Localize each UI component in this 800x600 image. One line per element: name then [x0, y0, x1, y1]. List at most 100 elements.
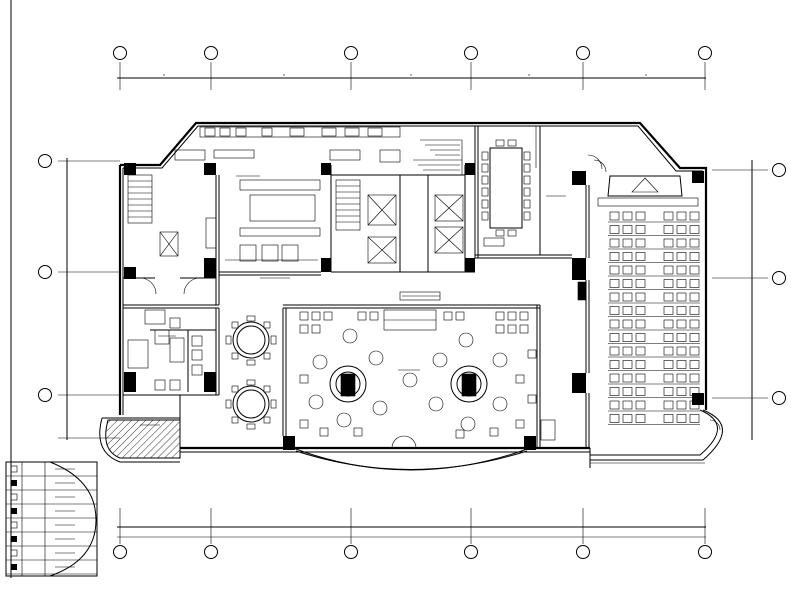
- hall-chair: [676, 225, 687, 234]
- hall-chair: [689, 279, 700, 288]
- left-grid-bubbles: [38, 154, 52, 402]
- hall-chair: [689, 306, 700, 315]
- hall-chair: [635, 265, 646, 275]
- hall-chair: [609, 238, 620, 248]
- hall-chair: [622, 373, 633, 383]
- hall-chair: [663, 265, 674, 275]
- grid-bubble: [576, 46, 590, 60]
- hall-chair: [663, 387, 674, 396]
- hall-chair: [622, 292, 633, 302]
- hall-chair: [676, 373, 687, 383]
- hall-chair: [663, 225, 674, 234]
- legend-symbol: [11, 480, 17, 486]
- grid-bubble: [698, 545, 712, 559]
- hall-chair: [676, 292, 687, 302]
- right-grid-bubbles: [772, 163, 786, 405]
- grid-bubble: [38, 265, 52, 279]
- hall-chair: [663, 279, 674, 288]
- hall-chair: [609, 265, 620, 275]
- hall-chair: [663, 360, 674, 369]
- banquet-hall-furniture: [299, 291, 556, 449]
- legend-symbol: [10, 549, 18, 557]
- grid-bubble: [464, 545, 478, 559]
- hall-chair: [622, 387, 633, 396]
- hall-chair: [635, 414, 646, 423]
- hall-chair: [663, 306, 674, 315]
- hall-chair: [609, 400, 620, 410]
- illegible-annotations: [140, 175, 566, 426]
- top-grid-bubbles: [113, 46, 712, 60]
- legend-symbol: [11, 508, 17, 514]
- hall-chair: [676, 414, 687, 423]
- hall-chair: [609, 292, 620, 302]
- hall-chair: [609, 306, 620, 315]
- hall-chair: [609, 225, 620, 234]
- hall-chair: [689, 414, 700, 423]
- grid-bubble: [38, 388, 52, 402]
- hall-chair: [622, 333, 633, 342]
- hall-chair: [635, 346, 646, 356]
- hall-chair: [663, 211, 674, 221]
- structural-columns: [124, 163, 704, 450]
- hall-chair: [663, 292, 674, 302]
- grid-bubble: [113, 545, 127, 559]
- hall-chair: [676, 387, 687, 396]
- hall-chair: [689, 319, 700, 329]
- grid-bubble: [698, 46, 712, 60]
- conference-hall: [577, 159, 721, 431]
- hall-chair: [676, 319, 687, 329]
- hall-chair: [676, 265, 687, 275]
- hall-chair: [622, 414, 633, 423]
- hall-chair: [689, 211, 700, 221]
- hall-chair: [609, 373, 620, 383]
- hall-chair: [676, 279, 687, 288]
- hall-chair: [663, 238, 674, 248]
- legend-symbol: [11, 564, 17, 570]
- hall-chair: [635, 400, 646, 410]
- hall-chair: [635, 333, 646, 342]
- hall-chair: [635, 360, 646, 369]
- legend-symbol: [10, 465, 18, 473]
- hall-chair: [622, 319, 633, 329]
- hall-chair: [663, 400, 674, 410]
- hall-chair: [676, 333, 687, 342]
- hall-chair: [676, 346, 687, 356]
- hall-chair: [689, 238, 700, 248]
- hall-chair: [622, 211, 633, 221]
- grid-bubble: [38, 154, 52, 168]
- hall-chair: [663, 346, 674, 356]
- hall-chair: [622, 225, 633, 234]
- grid-bubble: [772, 163, 786, 177]
- hall-chair: [622, 400, 633, 410]
- hall-chair: [635, 225, 646, 234]
- hall-chair: [663, 333, 674, 342]
- hall-chair: [622, 360, 633, 369]
- hall-chair: [635, 211, 646, 221]
- hall-chair: [689, 265, 700, 275]
- hall-chair: [609, 211, 620, 221]
- hall-chair: [622, 265, 633, 275]
- hall-chair: [609, 252, 620, 261]
- kitchen-equipment: [174, 126, 401, 262]
- hall-chair: [635, 373, 646, 383]
- building-outline: [99, 121, 723, 471]
- grid-bubble: [464, 46, 478, 60]
- hall-chair: [622, 279, 633, 288]
- hall-chair: [689, 373, 700, 383]
- legend-symbol: [10, 521, 18, 529]
- hall-chair: [609, 279, 620, 288]
- hall-chair: [689, 346, 700, 356]
- hall-chair: [689, 333, 700, 342]
- hall-chair: [676, 360, 687, 369]
- grid-bubble: [113, 46, 127, 60]
- hall-chair: [635, 292, 646, 302]
- hall-chair: [622, 346, 633, 356]
- hall-chair: [609, 387, 620, 396]
- hall-chair: [689, 400, 700, 410]
- grid-bubble: [344, 46, 358, 60]
- hall-chair: [689, 387, 700, 396]
- hall-chair: [635, 252, 646, 261]
- hall-chair: [689, 252, 700, 261]
- hall-chair: [689, 360, 700, 369]
- private-dining-tables: [225, 315, 277, 430]
